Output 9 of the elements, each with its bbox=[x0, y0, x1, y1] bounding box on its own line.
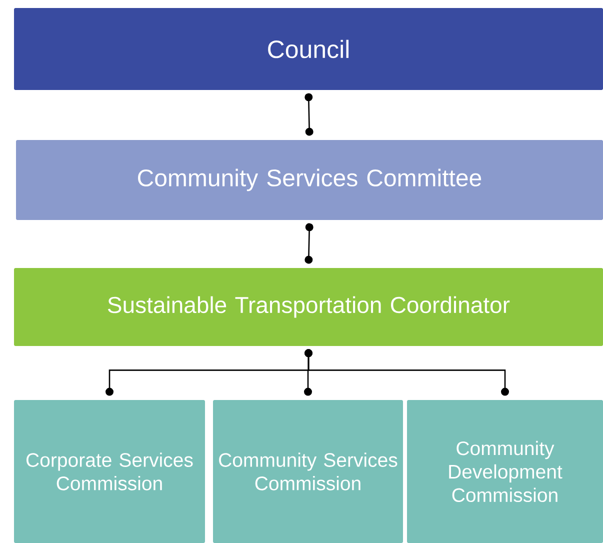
org-box: Council bbox=[14, 8, 603, 90]
connector-line bbox=[304, 223, 314, 264]
org-box: Community Development Commission bbox=[407, 400, 603, 543]
connector-line bbox=[304, 93, 314, 136]
connector-line bbox=[304, 349, 509, 396]
org-box: Community Services Commission bbox=[213, 400, 403, 543]
org-box: Corporate Services Commission bbox=[14, 400, 205, 543]
org-box: Sustainable Transportation Coordinator bbox=[14, 268, 603, 346]
org-box: Community Services Committee bbox=[16, 140, 603, 220]
